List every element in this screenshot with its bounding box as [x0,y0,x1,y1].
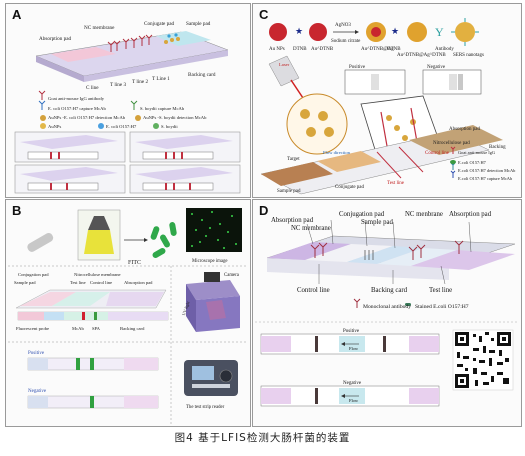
panel-c-text: Au NPs DTNB Au^DTNB AgNO3 Sodium citrate… [269,23,516,194]
reagent-dtnb-1: DTNB [293,47,307,52]
label-t-line-3: T line 3 [110,82,126,88]
legend-ecoli: E.coli O157:H7 [458,160,487,165]
panel-b-drawing [8,208,248,424]
label-conjugation-pad: Conjugation pad [18,272,49,277]
legend-detection-mcab: E.coli O157:H7 detection McAb [458,168,516,173]
label-sample-pad: Sample pad [14,280,36,285]
label-microscope-image: Microscope image [192,259,228,264]
reagent-au-nps: Au NPs [269,47,285,52]
reagent-au-dtnb-ag: Au^DTNB@Ag [361,47,394,52]
label-camera: Camera [224,273,240,278]
legend-aunp-ecoli: AuNPs -E. coli O157:H7 detection McAb [48,115,126,120]
label-negative: Negative [343,381,362,386]
panel-a-letter: A [12,7,22,22]
panel-c-letter: C [259,7,269,22]
label-laser: Laser [279,62,290,67]
label-flow-negative: Flow [349,398,359,403]
label-absorption-pad: Absorption pad [39,36,72,42]
reagent-dtnb-2: DTNB [387,47,401,52]
label-uv-light: UV light [181,300,191,316]
label-positive: Positive [28,351,45,356]
label-conjugate-pad: Conjugate pad [144,21,175,27]
label-sample-pad: Sample pad [361,219,394,226]
reagent-agno3: AgNO3 [335,23,351,28]
reagent-sodium-citrate: Sodium citrate [331,39,361,44]
label-absorption-pad: Absorption pad [124,280,153,285]
legend-ecoli-capture: E. coli O157:H7 capture McAb [48,106,106,111]
reagent-antibody: Antibody [435,47,454,52]
panel-d-text: Absorption pad NC membrane Conjugation p… [271,211,492,403]
qr-code-icon [452,329,514,391]
reagent-sers-nanotags: SERS nanotags [453,53,484,58]
legend-monoclonal-antibody: Monoclonal antibody [363,304,411,310]
label-test-line: Test line [387,181,405,186]
svg-text:Y: Y [435,25,444,39]
label-sample-pad: Sample pad [186,21,211,27]
label-conjugate-pad: Conjugate pad [335,185,365,190]
label-test-line: Test line [429,287,452,294]
label-control-line: Control line [425,151,450,156]
legend-sboydii-capture: S. boydii capture McAb [140,106,185,111]
panel-b: B [5,199,251,427]
reagent-au-dtnb: Au^DTNB [311,47,334,52]
legend-stained-ecoli: Stained E.coli O157:H7 [415,304,469,310]
label-nc-membrane: NC membrane [84,25,115,31]
label-backing-card: Backing card [188,72,216,78]
label-target: Target [287,157,300,162]
legend-aunp-sboydii: AuNPs -S. boydii detection McAb [143,115,207,120]
panel-d-letter: D [259,203,269,218]
legend-igg: Goat anti-mouse IgG antibody [48,96,105,101]
label-t-line-2: T line 2 [132,79,148,85]
label-t-line-1: T Line 1 [152,76,170,82]
panel-c-drawing: ★ ★ Y [260,18,503,195]
reagent-au-dtnb-ag-dtnb: Au^DTNB@Ag^DTNB [397,53,446,58]
panel-b-text: FITC Microscope image Conjugation pad Ni… [14,259,240,410]
label-conjugation-pad: Conjugation pad [339,211,385,218]
label-control-line: Control line [297,287,330,294]
panel-a-drawing [14,31,241,194]
label-nc-menbrane-right: NC menbrane [405,211,443,218]
panel-b-letter: B [12,203,22,218]
label-negative: Negative [28,389,47,394]
label-sample-pad: Sample pad [277,189,301,194]
label-nitrocellulose-membrane: Nitrocellulose membrane [74,272,121,277]
label-fitc: FITC [128,260,141,266]
strip-positive: Positive [349,65,366,70]
label-flow-positive: Flow [349,346,359,351]
legend-capture-mcab: E.coli O157:H7 capture McAb [458,176,513,181]
label-nitrocellulose-pad: Nitrocellulose pad [433,141,470,146]
label-absorption-pad-right: Absorption pad [449,211,492,218]
label-test-line: Test line [70,280,86,285]
label-reader: The test strip reader [186,405,225,410]
label-nc-membrane-left: NC membrane [291,225,331,232]
label-mcab: McAb [72,326,84,331]
svg-text:★: ★ [295,26,303,36]
legend-ecoli: E. coli O157:H7 [106,124,137,129]
panel-d: D [252,199,522,427]
panel-a-text: NC membrane Conjugate pad Sample pad Abs… [39,21,216,129]
label-positive: Positive [343,329,360,334]
label-control-line: Control line [90,280,112,285]
svg-text:★: ★ [391,26,399,36]
label-c-line: C line [86,85,99,91]
label-backing-card: Backing card [371,287,408,294]
panel-a: A [5,3,251,198]
label-fluorescent-probe: Fluorescent probe [16,326,49,331]
legend-sboydii: S. boydii [161,124,178,129]
label-backing-card: Backing card [120,326,145,331]
label-backing: Backing [489,145,506,150]
strip-negative: Negative [427,65,446,70]
legend-aunps: AuNPs [48,124,61,129]
label-absorption-pad: Absorption pad [449,127,480,132]
label-spa: SPA [92,326,101,331]
label-flow-direction: Flow direction [323,150,351,155]
panel-c: C ★ ★ Y [252,3,522,198]
figure-caption: 图4 基于LFIS检测大肠杆菌的装置 [174,432,351,444]
legend-goat-igg: Goat anti-mouse IgG [458,150,496,155]
panel-d-drawing [255,219,519,407]
label-absorption-pad-left: Absorption pad [271,217,314,224]
